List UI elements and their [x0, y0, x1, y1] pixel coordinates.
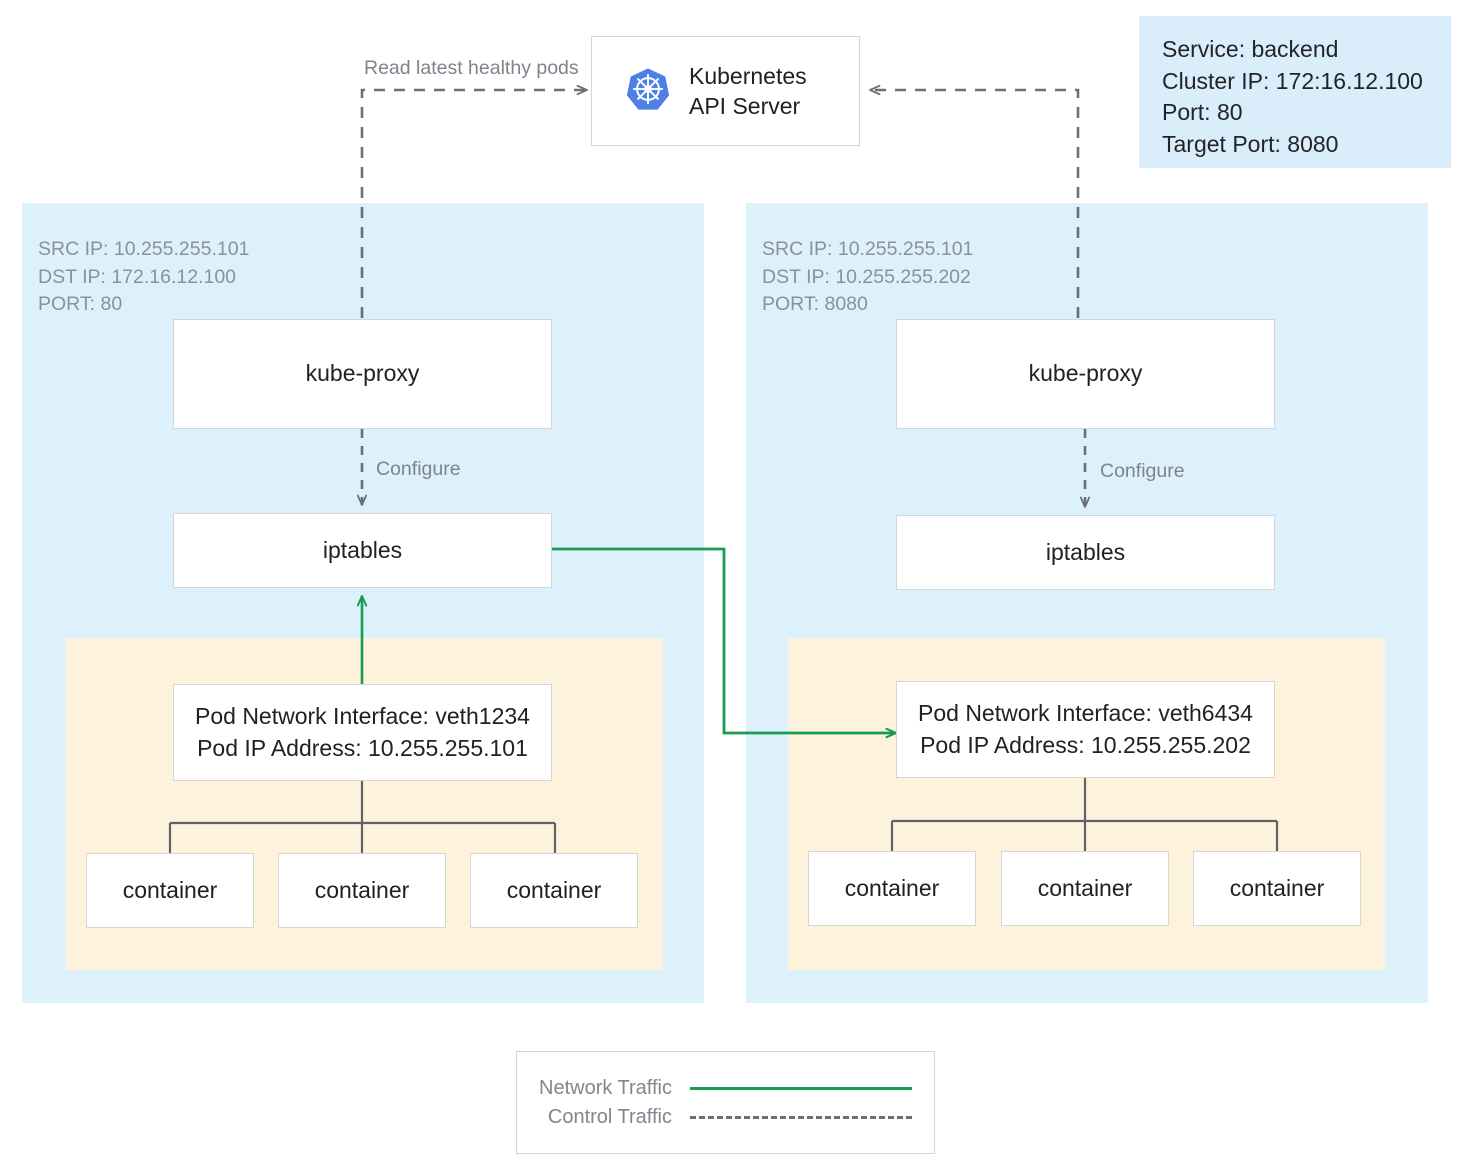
node-left-pod-interface-box[interactable]: Pod Network Interface: veth1234 Pod IP A… [173, 684, 552, 781]
node-left-kube-proxy-box[interactable]: kube-proxy [173, 319, 552, 429]
kubernetes-api-server-box[interactable]: Kubernetes API Server [591, 36, 860, 146]
legend-box: Network Traffic Control Traffic [516, 1051, 935, 1154]
node-left-kube-proxy-label: kube-proxy [305, 360, 420, 387]
edge-label-configure-left: Configure [376, 458, 461, 480]
kubernetes-api-server-label: Kubernetes API Server [689, 62, 807, 119]
node-right-iptables-box[interactable]: iptables [896, 515, 1275, 590]
container-label: container [1229, 874, 1325, 901]
node-right-container-2[interactable]: container [1001, 851, 1169, 926]
node-right-container-1[interactable]: container [808, 851, 976, 926]
node-right-traffic-meta: SRC IP: 10.255.255.101 DST IP: 10.255.25… [762, 238, 974, 316]
container-label: container [1037, 874, 1133, 901]
legend-row-control-traffic: Control Traffic [517, 1106, 912, 1129]
container-label: container [506, 876, 602, 903]
legend-swatch-network-traffic [690, 1086, 912, 1090]
legend-label-network-traffic: Network Traffic [539, 1076, 672, 1099]
container-label: container [314, 876, 410, 903]
node-right-container-3[interactable]: container [1193, 851, 1361, 926]
node-left-container-3[interactable]: container [470, 853, 638, 928]
legend-row-network-traffic: Network Traffic [517, 1077, 912, 1100]
node-left-traffic-meta: SRC IP: 10.255.255.101 DST IP: 172.16.12… [38, 238, 250, 316]
node-left-iptables-box[interactable]: iptables [173, 513, 552, 588]
node-left-iptables-label: iptables [322, 536, 403, 563]
node-left-container-2[interactable]: container [278, 853, 446, 928]
service-info-card: Service: backend Cluster IP: 172:16.12.1… [1139, 16, 1451, 168]
legend-label-control-traffic: Control Traffic [547, 1105, 672, 1128]
legend-swatch-control-traffic [690, 1115, 912, 1119]
edge-label-configure-right: Configure [1100, 460, 1185, 482]
node-left-container-1[interactable]: container [86, 853, 254, 928]
container-label: container [844, 874, 940, 901]
container-label: container [122, 876, 218, 903]
edge-label-read-latest-healthy-pods: Read latest healthy pods [364, 57, 579, 79]
node-right-kube-proxy-box[interactable]: kube-proxy [896, 319, 1275, 429]
node-right-iptables-label: iptables [1045, 538, 1126, 565]
node-right-pod-interface-box[interactable]: Pod Network Interface: veth6434 Pod IP A… [896, 681, 1275, 778]
node-right-kube-proxy-label: kube-proxy [1028, 360, 1143, 387]
kubernetes-logo-icon [625, 66, 671, 117]
node-right-pod-interface-label: Pod Network Interface: veth6434 Pod IP A… [918, 700, 1253, 758]
node-left-pod-interface-label: Pod Network Interface: veth1234 Pod IP A… [195, 703, 530, 761]
